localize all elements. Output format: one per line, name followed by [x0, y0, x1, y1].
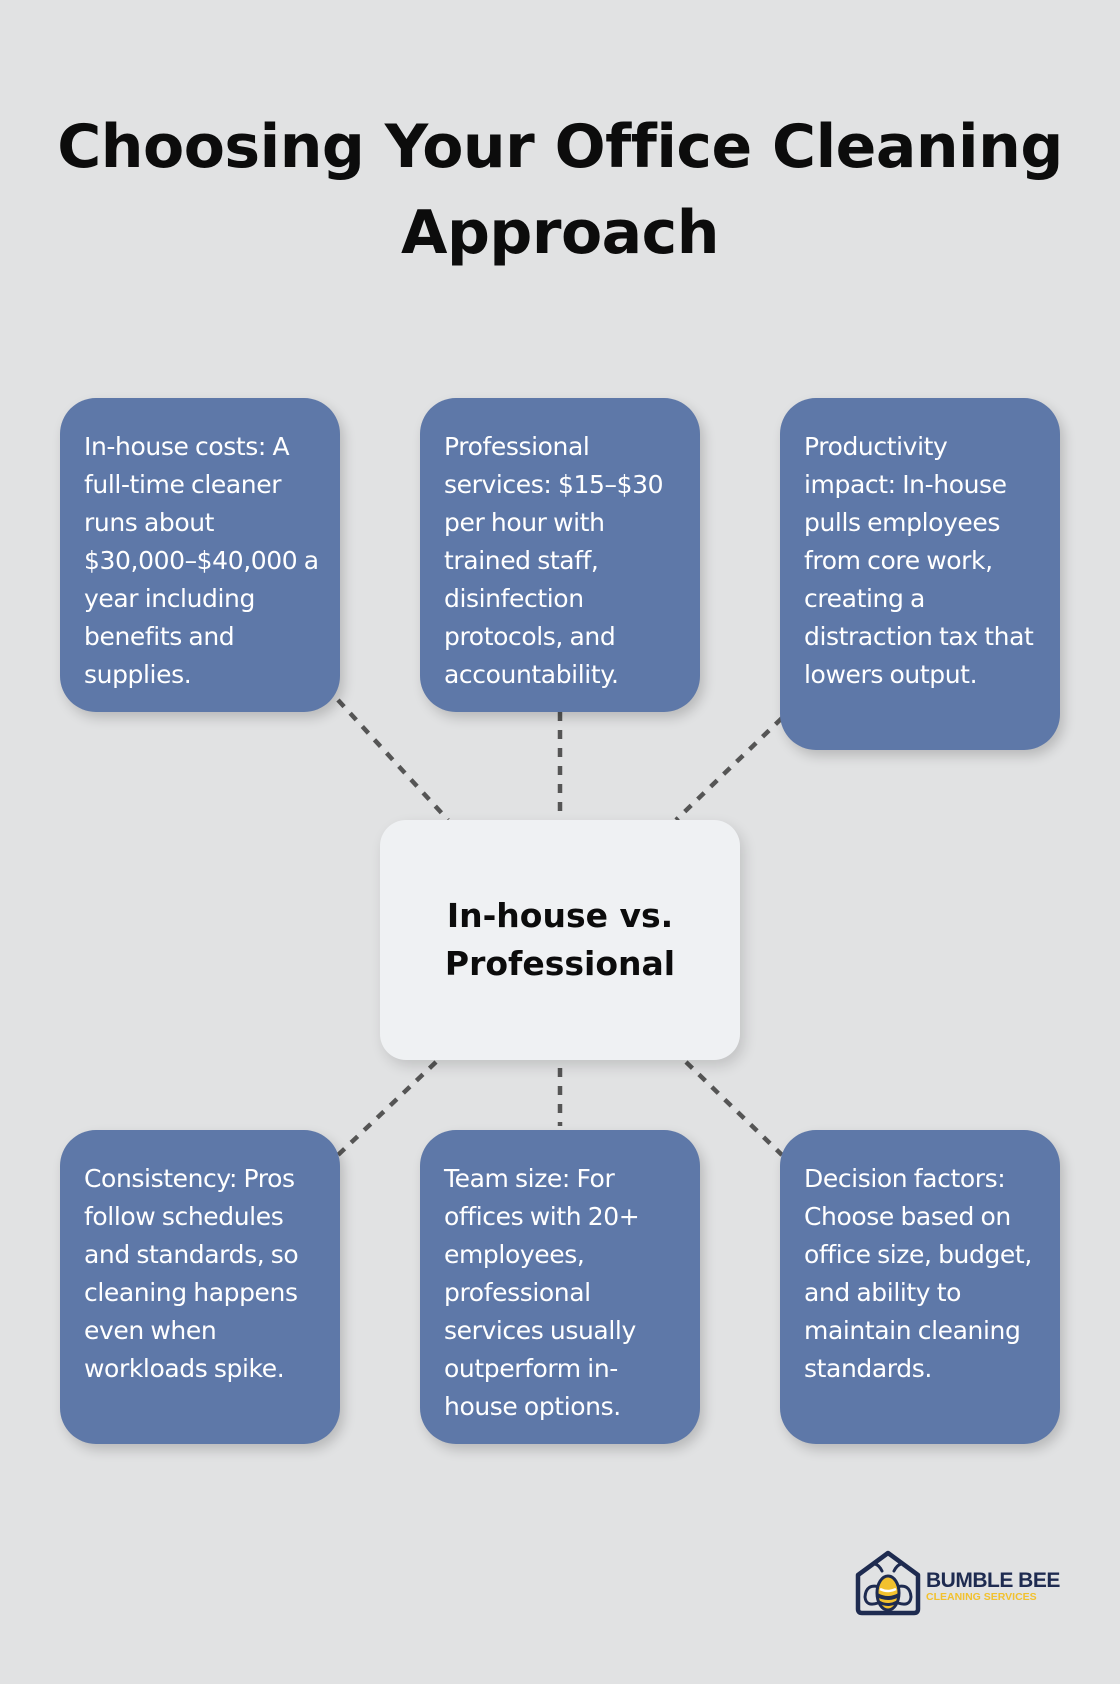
connector-top-left [336, 698, 450, 822]
card-text: Professional services: $15–$30 per hour … [444, 432, 664, 689]
logo-name: BUMBLE BEE [926, 1569, 1060, 1592]
brand-logo: BUMBLE BEE CLEANING SERVICES [852, 1548, 1062, 1618]
connector-top-right [674, 716, 784, 822]
logo-subtitle: CLEANING SERVICES [926, 1591, 1037, 1603]
card-text: In-house costs: A full-time cleaner runs… [84, 432, 319, 689]
card-decision-factors: Decision factors: Choose based on office… [780, 1130, 1060, 1444]
card-productivity-impact: Productivity impact: In-house pulls empl… [780, 398, 1060, 750]
center-node: In-house vs. Professional [380, 820, 740, 1060]
card-team-size: Team size: For offices with 20+ employee… [420, 1130, 700, 1444]
page-title: Choosing Your Office Cleaning Approach [57, 112, 1063, 268]
card-professional-services: Professional services: $15–$30 per hour … [420, 398, 700, 712]
card-text: Productivity impact: In-house pulls empl… [804, 432, 1034, 689]
card-consistency: Consistency: Pros follow schedules and s… [60, 1130, 340, 1444]
card-text: Team size: For offices with 20+ employee… [444, 1164, 640, 1421]
card-in-house-costs: In-house costs: A full-time cleaner runs… [60, 398, 340, 712]
card-text: Decision factors: Choose based on office… [804, 1164, 1032, 1383]
connector-bottom-left [336, 1060, 438, 1157]
center-label: In-house vs. Professional [444, 896, 676, 983]
card-text: Consistency: Pros follow schedules and s… [84, 1164, 299, 1383]
connector-bottom-right [684, 1060, 784, 1157]
bee-house-icon [855, 1550, 921, 1616]
